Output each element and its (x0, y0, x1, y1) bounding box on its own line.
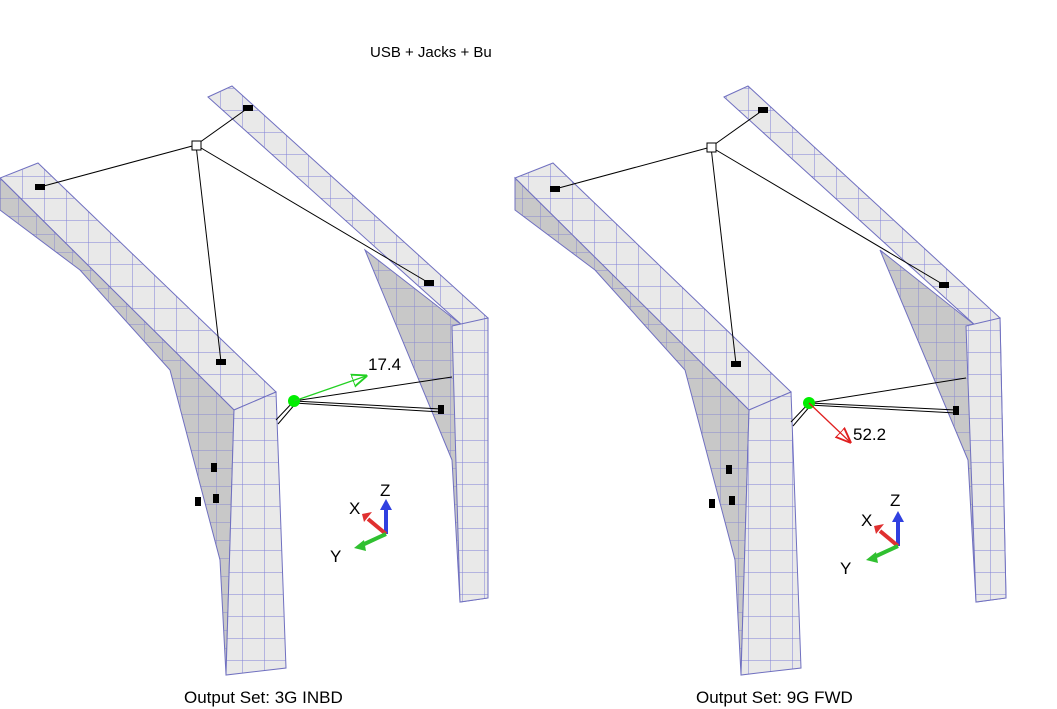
front-beam-right (514, 162, 802, 676)
axis-z-label-right: Z (890, 491, 900, 510)
fastener-markers-left (35, 105, 444, 506)
model-title: USB + Jacks + Bu (370, 44, 492, 61)
view-left: 17.4 Z X Y (0, 85, 489, 676)
force-vector-right (808, 402, 850, 442)
axis-z-label-left: Z (380, 481, 390, 500)
master-node-left[interactable] (191, 140, 202, 151)
axis-x-label-right: X (861, 511, 872, 530)
force-vector-left (293, 376, 366, 402)
back-beam-right (723, 85, 1007, 603)
front-beam-left (0, 162, 287, 676)
master-node-right[interactable] (706, 142, 717, 153)
axis-y-label-right: Y (840, 559, 851, 578)
output-set-caption-right: Output Set: 9G FWD (696, 688, 853, 707)
fastener-markers-right (550, 107, 959, 508)
axis-x-label-left: X (349, 499, 360, 518)
force-value-left: 17.4 (368, 355, 401, 374)
view-right: 52.2 Z X Y (514, 85, 1007, 676)
axis-y-label-left: Y (330, 547, 341, 566)
force-value-right: 52.2 (853, 425, 886, 444)
back-beam-left (207, 85, 489, 603)
output-set-caption-left: Output Set: 3G INBD (184, 688, 343, 707)
axis-triad-left: Z X Y (330, 481, 392, 566)
axis-triad-right: Z X Y (840, 491, 904, 578)
